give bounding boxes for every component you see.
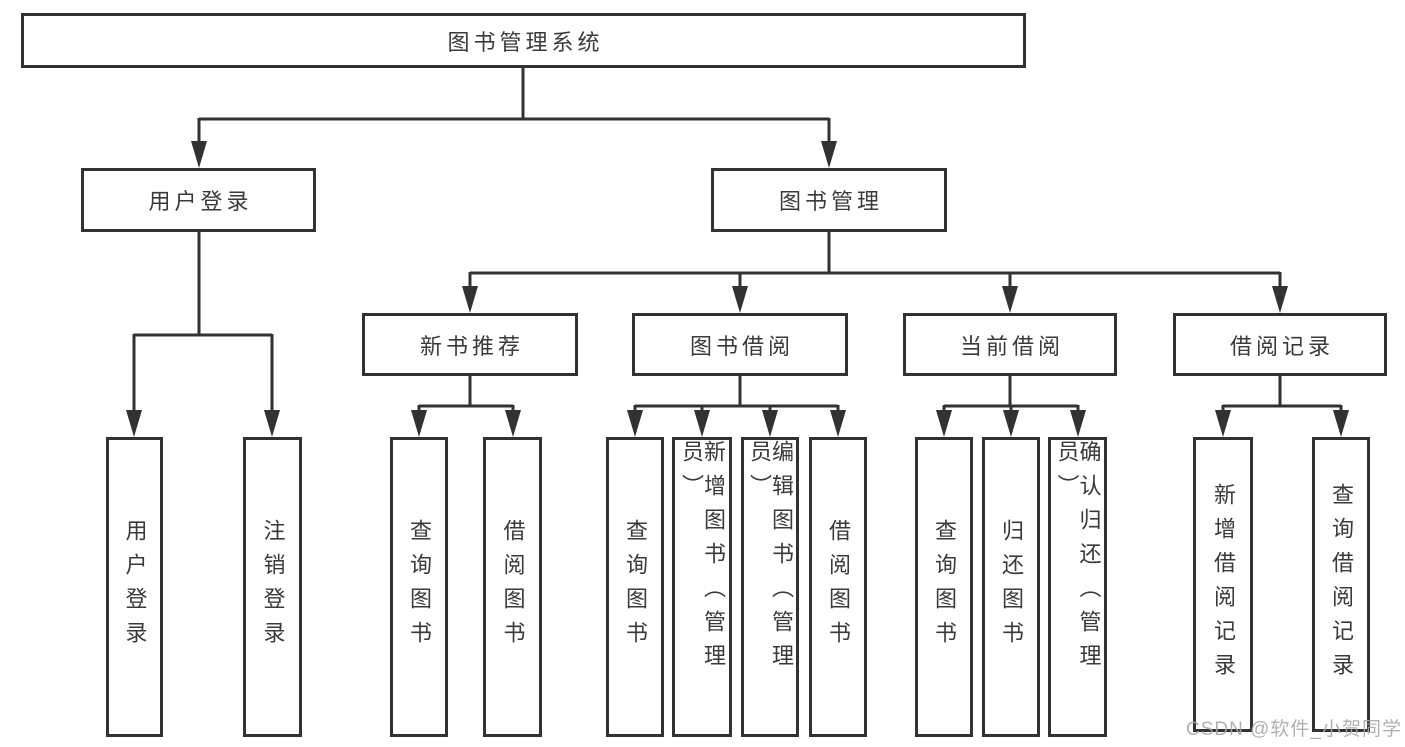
node-borrowing-records: 借阅记录: [1173, 313, 1387, 376]
node-book-borrowing: 图书借阅: [632, 313, 848, 376]
leaf-borrow-books-borrowing: 借阅图书: [809, 437, 867, 737]
leaf-logout: 注销登录: [243, 437, 302, 737]
node-book-management: 图书管理: [711, 168, 947, 232]
leaf-query-borrow-record: 查询借阅记录: [1312, 437, 1370, 732]
csdn-watermark: CSDN @软件_小贺同学: [1186, 719, 1402, 740]
node-new-book-recommendation: 新书推荐: [362, 313, 578, 376]
leaf-query-books-current: 查询图书: [915, 437, 973, 737]
leaf-return-books: 归还图书: [982, 437, 1040, 737]
leaf-add-books-admin: 新增图书（管理员）: [672, 437, 732, 737]
node-current-borrowing: 当前借阅: [903, 313, 1117, 376]
node-library-system: 图书管理系统: [21, 13, 1026, 68]
node-user-login: 用户登录: [81, 168, 316, 232]
leaf-borrow-books-recommend: 借阅图书: [483, 437, 542, 737]
leaf-confirm-return-admin: 确认归还（管理员）: [1048, 437, 1107, 737]
leaf-add-borrow-record: 新增借阅记录: [1193, 437, 1253, 732]
leaf-query-books-recommend: 查询图书: [390, 437, 448, 737]
leaf-user-login: 用户登录: [106, 437, 163, 737]
leaf-query-books-borrowing: 查询图书: [606, 437, 664, 737]
leaf-edit-books-admin: 编辑图书（管理员）: [741, 437, 799, 737]
